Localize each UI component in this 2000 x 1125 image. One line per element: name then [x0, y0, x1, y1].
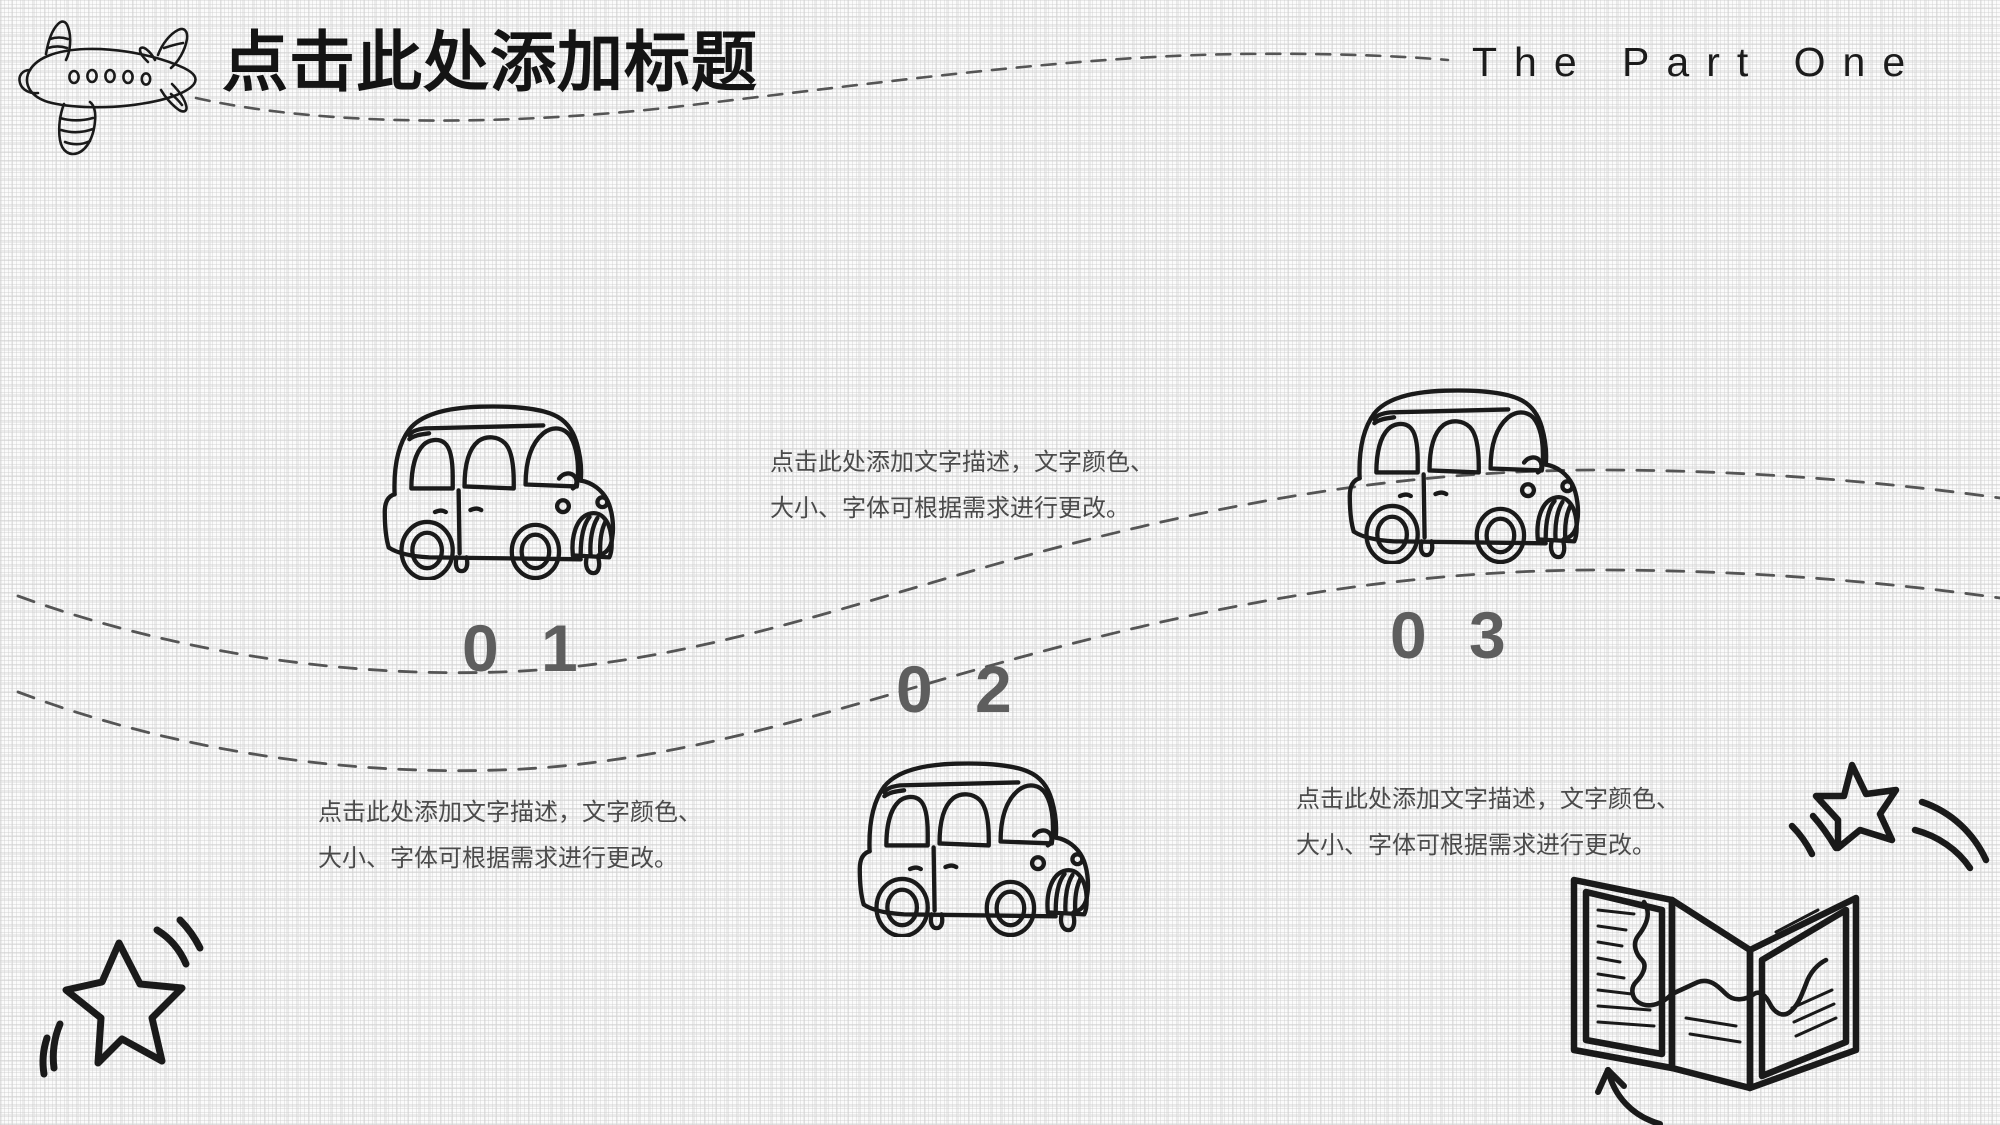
- bus-doodle-icon: [857, 761, 1091, 937]
- item-number-02: 0 2: [896, 652, 1024, 726]
- item-number-03: 0 3: [1390, 598, 1518, 672]
- description-line-1: 点击此处添加文字描述，文字颜色、: [770, 449, 1154, 476]
- item-description-01: 点击此处添加文字描述，文字颜色、 大小、字体可根据需求进行更改。: [318, 790, 702, 882]
- description-line-2: 大小、字体可根据需求进行更改。: [1296, 832, 1656, 859]
- page-title: 点击此处添加标题: [222, 25, 758, 99]
- description-line-2: 大小、字体可根据需求进行更改。: [770, 495, 1130, 522]
- bus-doodle-icon: [1347, 388, 1581, 564]
- bus-doodle-icon: [382, 404, 616, 580]
- part-label: The Part One: [1472, 39, 1923, 85]
- star-doodle-icon: [39, 916, 204, 1078]
- item-description-02: 点击此处添加文字描述，文字颜色、 大小、字体可根据需求进行更改。: [770, 440, 1154, 532]
- item-number-01: 0 1: [462, 611, 590, 685]
- item-description-03: 点击此处添加文字描述，文字颜色、 大小、字体可根据需求进行更改。: [1296, 777, 1680, 869]
- star-doodle-icon: [1788, 761, 1900, 858]
- description-line-2: 大小、字体可根据需求进行更改。: [318, 845, 678, 872]
- curved-arrow-icon: [1595, 1067, 1663, 1125]
- description-line-1: 点击此处添加文字描述，文字颜色、: [1296, 786, 1680, 813]
- description-line-1: 点击此处添加文字描述，文字颜色、: [318, 799, 702, 826]
- airplane-doodle-icon: [18, 20, 197, 156]
- map-decoration-group: [1570, 761, 1990, 1125]
